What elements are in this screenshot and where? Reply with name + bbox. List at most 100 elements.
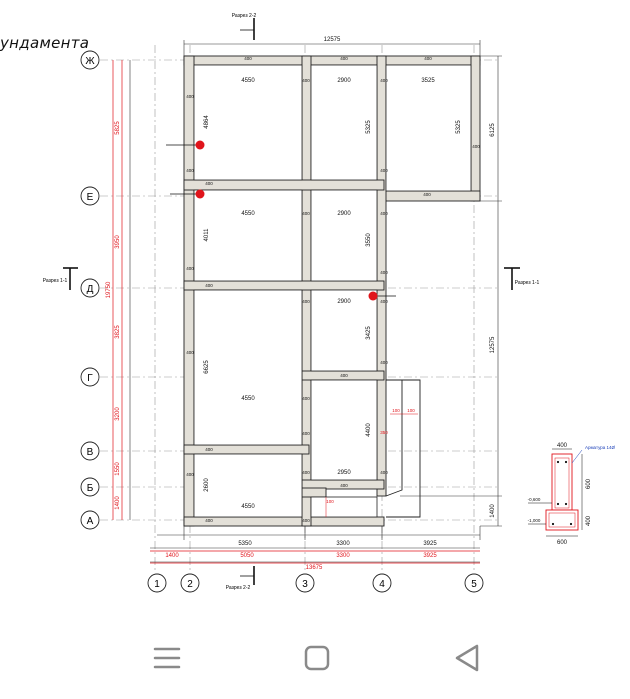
svg-text:2950: 2950 <box>337 470 351 476</box>
svg-text:3825: 3825 <box>115 325 121 339</box>
svg-text:3425: 3425 <box>366 326 372 340</box>
svg-text:400: 400 <box>186 94 194 99</box>
svg-text:4550: 4550 <box>241 211 255 217</box>
svg-text:1550: 1550 <box>115 462 121 476</box>
svg-text:400: 400 <box>302 211 310 216</box>
axis-col-label: 1 <box>154 579 160 590</box>
svg-text:400: 400 <box>302 431 310 436</box>
back-button[interactable] <box>447 638 487 678</box>
svg-text:400: 400 <box>340 373 348 378</box>
svg-text:2900: 2900 <box>337 211 351 217</box>
svg-text:2900: 2900 <box>337 299 351 305</box>
axis-col-label: 2 <box>187 579 193 590</box>
axis-row-label: Г <box>87 373 93 384</box>
page-title: ундамента <box>0 34 90 52</box>
marker-dot <box>195 189 205 199</box>
svg-text:400: 400 <box>205 447 213 452</box>
axis-col-label: 4 <box>379 579 385 590</box>
room-voids <box>193 64 472 518</box>
svg-text:400: 400 <box>380 78 388 83</box>
svg-text:1400: 1400 <box>490 504 496 518</box>
svg-text:5825: 5825 <box>115 121 121 135</box>
svg-text:3550: 3550 <box>366 233 372 247</box>
axis-row-label: Д <box>87 284 94 295</box>
axis-row-label: Е <box>87 192 94 203</box>
svg-text:400: 400 <box>380 270 388 275</box>
svg-text:3950: 3950 <box>115 235 121 249</box>
svg-text:100: 100 <box>326 499 334 504</box>
svg-text:400: 400 <box>380 168 388 173</box>
section-label-right: Разрез 1-1 <box>515 280 540 286</box>
axis-col-label: 3 <box>302 579 308 590</box>
axis-row-label: Ж <box>85 56 95 67</box>
svg-text:400: 400 <box>380 470 388 475</box>
svg-text:400: 400 <box>186 472 194 477</box>
small-dimension-texts: 100 100 350 100 <box>326 408 415 504</box>
svg-text:400: 400 <box>205 181 213 186</box>
axis-row-bubbles: Ж Е Д Г В Б А <box>80 50 100 530</box>
svg-text:Арматура 14Ø: Арматура 14Ø <box>585 445 616 450</box>
svg-text:-1,000: -1,000 <box>528 518 541 523</box>
svg-text:1400: 1400 <box>165 553 179 559</box>
small-red-ticks <box>325 413 418 517</box>
svg-text:3300: 3300 <box>336 553 350 559</box>
svg-text:400: 400 <box>424 56 432 61</box>
svg-text:400: 400 <box>186 266 194 271</box>
svg-text:5325: 5325 <box>456 120 462 134</box>
section-label-left: Разрез 1-1 <box>43 278 68 284</box>
svg-text:5325: 5325 <box>366 120 372 134</box>
svg-text:5050: 5050 <box>240 553 254 559</box>
red-markers <box>166 140 396 301</box>
annex-outline <box>385 379 421 518</box>
svg-text:400: 400 <box>472 144 480 149</box>
svg-text:400: 400 <box>205 518 213 523</box>
svg-text:3300: 3300 <box>336 541 350 547</box>
svg-text:400: 400 <box>302 518 310 523</box>
home-square-icon <box>304 645 330 671</box>
svg-text:400: 400 <box>340 56 348 61</box>
svg-text:12575: 12575 <box>324 37 341 43</box>
svg-text:400: 400 <box>302 470 310 475</box>
svg-text:400: 400 <box>186 350 194 355</box>
section-label-bottom: Разрез 2-2 <box>226 585 251 591</box>
svg-text:12575: 12575 <box>490 336 496 353</box>
svg-text:400: 400 <box>186 168 194 173</box>
home-button[interactable] <box>297 638 337 678</box>
red-dimension-lines <box>112 60 480 564</box>
svg-text:400: 400 <box>244 56 252 61</box>
svg-text:2600: 2600 <box>204 478 210 492</box>
menu-button[interactable] <box>147 638 187 678</box>
section-markers <box>63 18 520 585</box>
axis-col-label: 5 <box>471 579 477 590</box>
axis-row-label: А <box>87 516 94 527</box>
svg-text:6125: 6125 <box>490 123 496 137</box>
svg-text:5350: 5350 <box>238 541 252 547</box>
svg-text:4550: 4550 <box>241 396 255 402</box>
svg-text:600: 600 <box>586 478 592 489</box>
foundation-section-detail <box>528 448 583 537</box>
svg-text:400: 400 <box>302 396 310 401</box>
svg-text:100: 100 <box>407 408 415 413</box>
section-arrows <box>240 29 254 577</box>
svg-text:400: 400 <box>380 360 388 365</box>
svg-text:400: 400 <box>380 299 388 304</box>
svg-text:3200: 3200 <box>115 407 121 421</box>
svg-text:6625: 6625 <box>204 360 210 374</box>
svg-text:3925: 3925 <box>423 553 437 559</box>
dimension-texts: 12575 6125 12575 1400 5825 3950 3825 320… <box>106 37 496 571</box>
svg-text:400: 400 <box>205 283 213 288</box>
svg-text:2900: 2900 <box>337 78 351 84</box>
svg-text:1400: 1400 <box>115 496 121 510</box>
axis-row-label: В <box>87 447 94 458</box>
svg-text:400: 400 <box>586 515 592 526</box>
svg-text:-0,600: -0,600 <box>528 497 541 502</box>
axis-row-label: Б <box>87 483 94 494</box>
marker-dot <box>195 140 205 150</box>
svg-text:4864: 4864 <box>204 115 210 129</box>
back-triangle-icon <box>455 644 479 672</box>
section-label-top: Разрез 2-2 <box>232 13 257 19</box>
svg-text:3925: 3925 <box>423 541 437 547</box>
marker-dot <box>368 291 378 301</box>
dimension-lines <box>129 40 502 563</box>
